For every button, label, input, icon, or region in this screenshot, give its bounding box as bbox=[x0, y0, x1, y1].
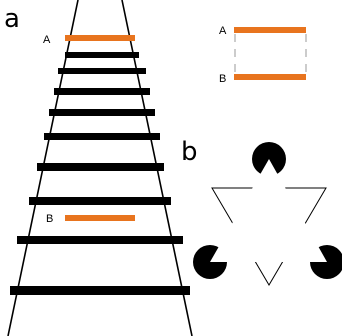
reference-label-a: A bbox=[219, 25, 227, 37]
illusory-triangle bbox=[210, 159, 327, 262]
rail-sleeper bbox=[37, 163, 164, 171]
reference-bar-a bbox=[234, 27, 306, 33]
reference-bar-b bbox=[234, 74, 306, 80]
bar-label-a: A bbox=[43, 34, 51, 46]
rail-sleeper bbox=[58, 68, 146, 74]
orange-bar-a bbox=[65, 35, 135, 41]
rail-sleeper bbox=[17, 236, 183, 244]
orange-bar-b bbox=[65, 215, 135, 221]
reference-label-b: B bbox=[219, 73, 226, 85]
railway-track bbox=[7, 0, 193, 336]
kanizsa-triangle bbox=[193, 142, 342, 286]
panel-letter-a: a bbox=[4, 4, 20, 34]
reference-comparison: A B bbox=[219, 25, 307, 85]
rail-sleeper bbox=[29, 197, 171, 205]
rail-sleeper bbox=[10, 286, 190, 295]
rail-sleeper bbox=[44, 133, 160, 140]
rail-sleeter bbox=[65, 52, 139, 58]
bar-label-b: B bbox=[46, 213, 53, 225]
rail-sleeper bbox=[54, 88, 150, 95]
panel-letter-b: b bbox=[181, 137, 198, 167]
rail-sleeper bbox=[49, 109, 155, 116]
